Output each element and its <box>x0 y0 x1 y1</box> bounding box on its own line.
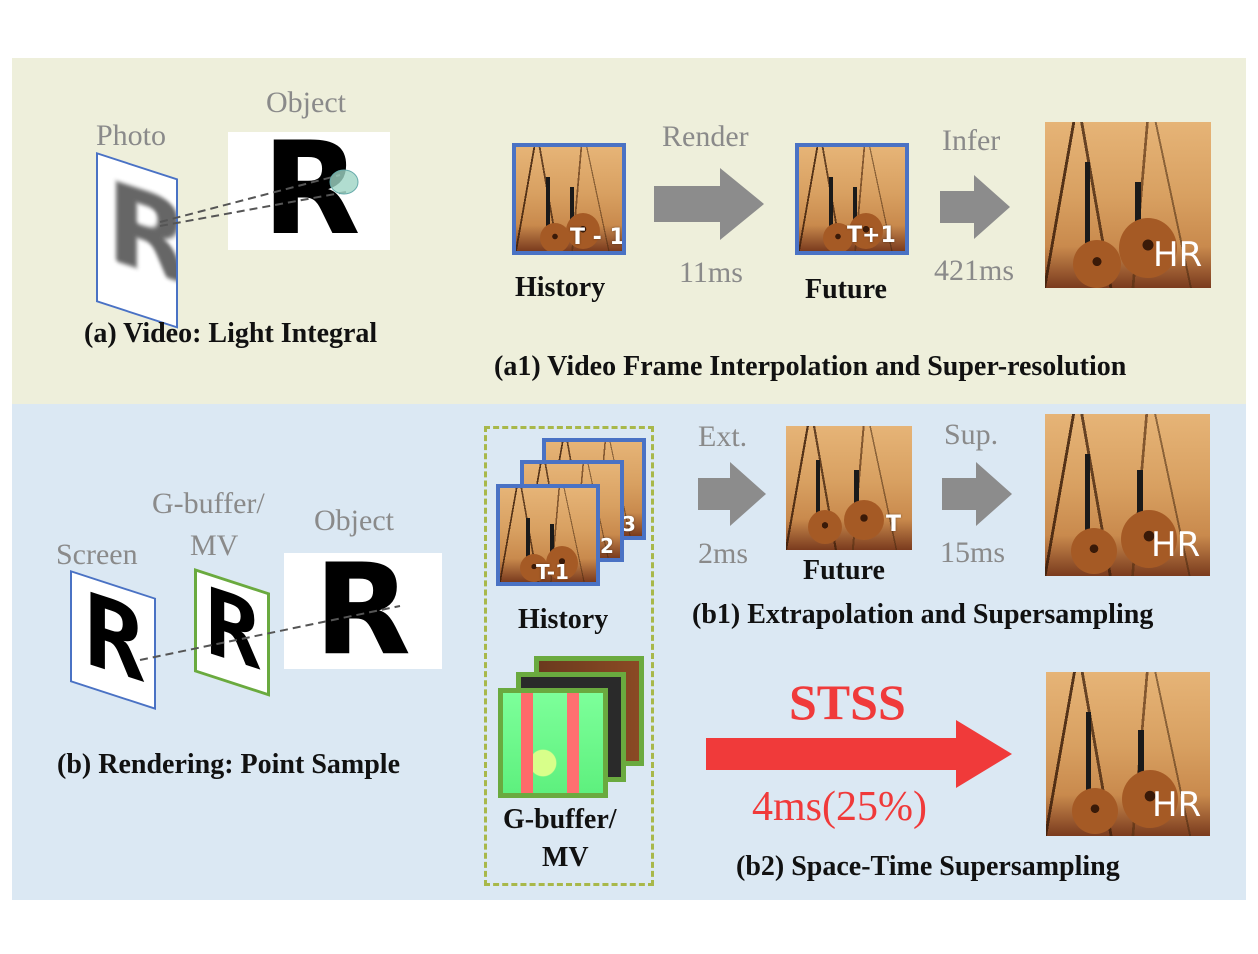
object-label-bottom: Object <box>314 504 394 537</box>
future-frame-top: T+1 <box>795 143 909 255</box>
hr-image-top: HR <box>1045 122 1211 288</box>
stss-label: STSS <box>789 674 906 730</box>
history-label-top: History <box>515 272 606 303</box>
screen-label: Screen <box>56 538 138 571</box>
photo-label: Photo <box>96 119 167 152</box>
caption-b1: (b1) Extrapolation and Supersampling <box>692 599 1154 630</box>
stss-arrow <box>706 720 1012 788</box>
future-label-bottom: Future <box>803 555 885 586</box>
ext-time: 2ms <box>698 537 749 570</box>
caption-a: (a) Video: Light Integral <box>84 318 378 349</box>
history-label-bottom: History <box>518 604 609 635</box>
object-box-bottom: R <box>284 553 442 669</box>
history-frame-top: T - 1 <box>512 143 626 255</box>
hr-tag-b1: HR <box>1151 525 1201 565</box>
history-tag-3: 3 <box>622 512 636 536</box>
infer-label: Infer <box>942 124 1001 157</box>
future-frame-bottom: T <box>786 426 912 550</box>
infer-arrow <box>940 175 1010 239</box>
infer-time: 421ms <box>934 254 1015 287</box>
future-frame-tag-top: T+1 <box>847 223 896 248</box>
render-time: 11ms <box>679 256 743 289</box>
history-tag-2: 2 <box>600 534 614 558</box>
object-glyph-bottom: R <box>314 553 412 669</box>
hr-tag-top: HR <box>1153 235 1203 275</box>
sup-arrow <box>942 462 1012 526</box>
gbuffer-label-line2: MV <box>542 842 589 873</box>
caption-b2: (b2) Space-Time Supersampling <box>736 851 1120 882</box>
object-label-top: Object <box>266 86 346 119</box>
future-tag-bottom: T <box>886 512 902 537</box>
inputs-dashed-container <box>484 426 654 886</box>
ext-label: Ext. <box>698 420 748 453</box>
caption-a1: (a1) Video Frame Interpolation and Super… <box>494 351 1127 382</box>
history-frame-1: T-1 <box>496 484 600 586</box>
gbuffer-frame-1 <box>498 688 608 798</box>
stss-time: 4ms(25%) <box>752 784 927 830</box>
sup-label: Sup. <box>944 418 999 451</box>
hr-tag-b2: HR <box>1152 785 1202 825</box>
caption-b: (b) Rendering: Point Sample <box>57 749 400 780</box>
future-label-top: Future <box>805 274 887 305</box>
top-panel-video <box>12 58 1246 404</box>
ext-arrow <box>698 462 766 526</box>
gbuffer-mv-label-line1: G-buffer/ <box>152 487 265 520</box>
sup-time: 15ms <box>940 536 1006 569</box>
history-tag-1: T-1 <box>536 560 569 584</box>
render-label: Render <box>662 120 749 153</box>
gbuffer-label-line1: G-buffer/ <box>503 804 617 835</box>
render-arrow <box>654 168 764 240</box>
hr-image-b2: HR <box>1046 672 1210 836</box>
hr-image-b1: HR <box>1045 414 1210 576</box>
history-frame-tag-top: T - 1 <box>570 225 625 250</box>
gbuffer-mv-label-line2: MV <box>190 529 239 562</box>
